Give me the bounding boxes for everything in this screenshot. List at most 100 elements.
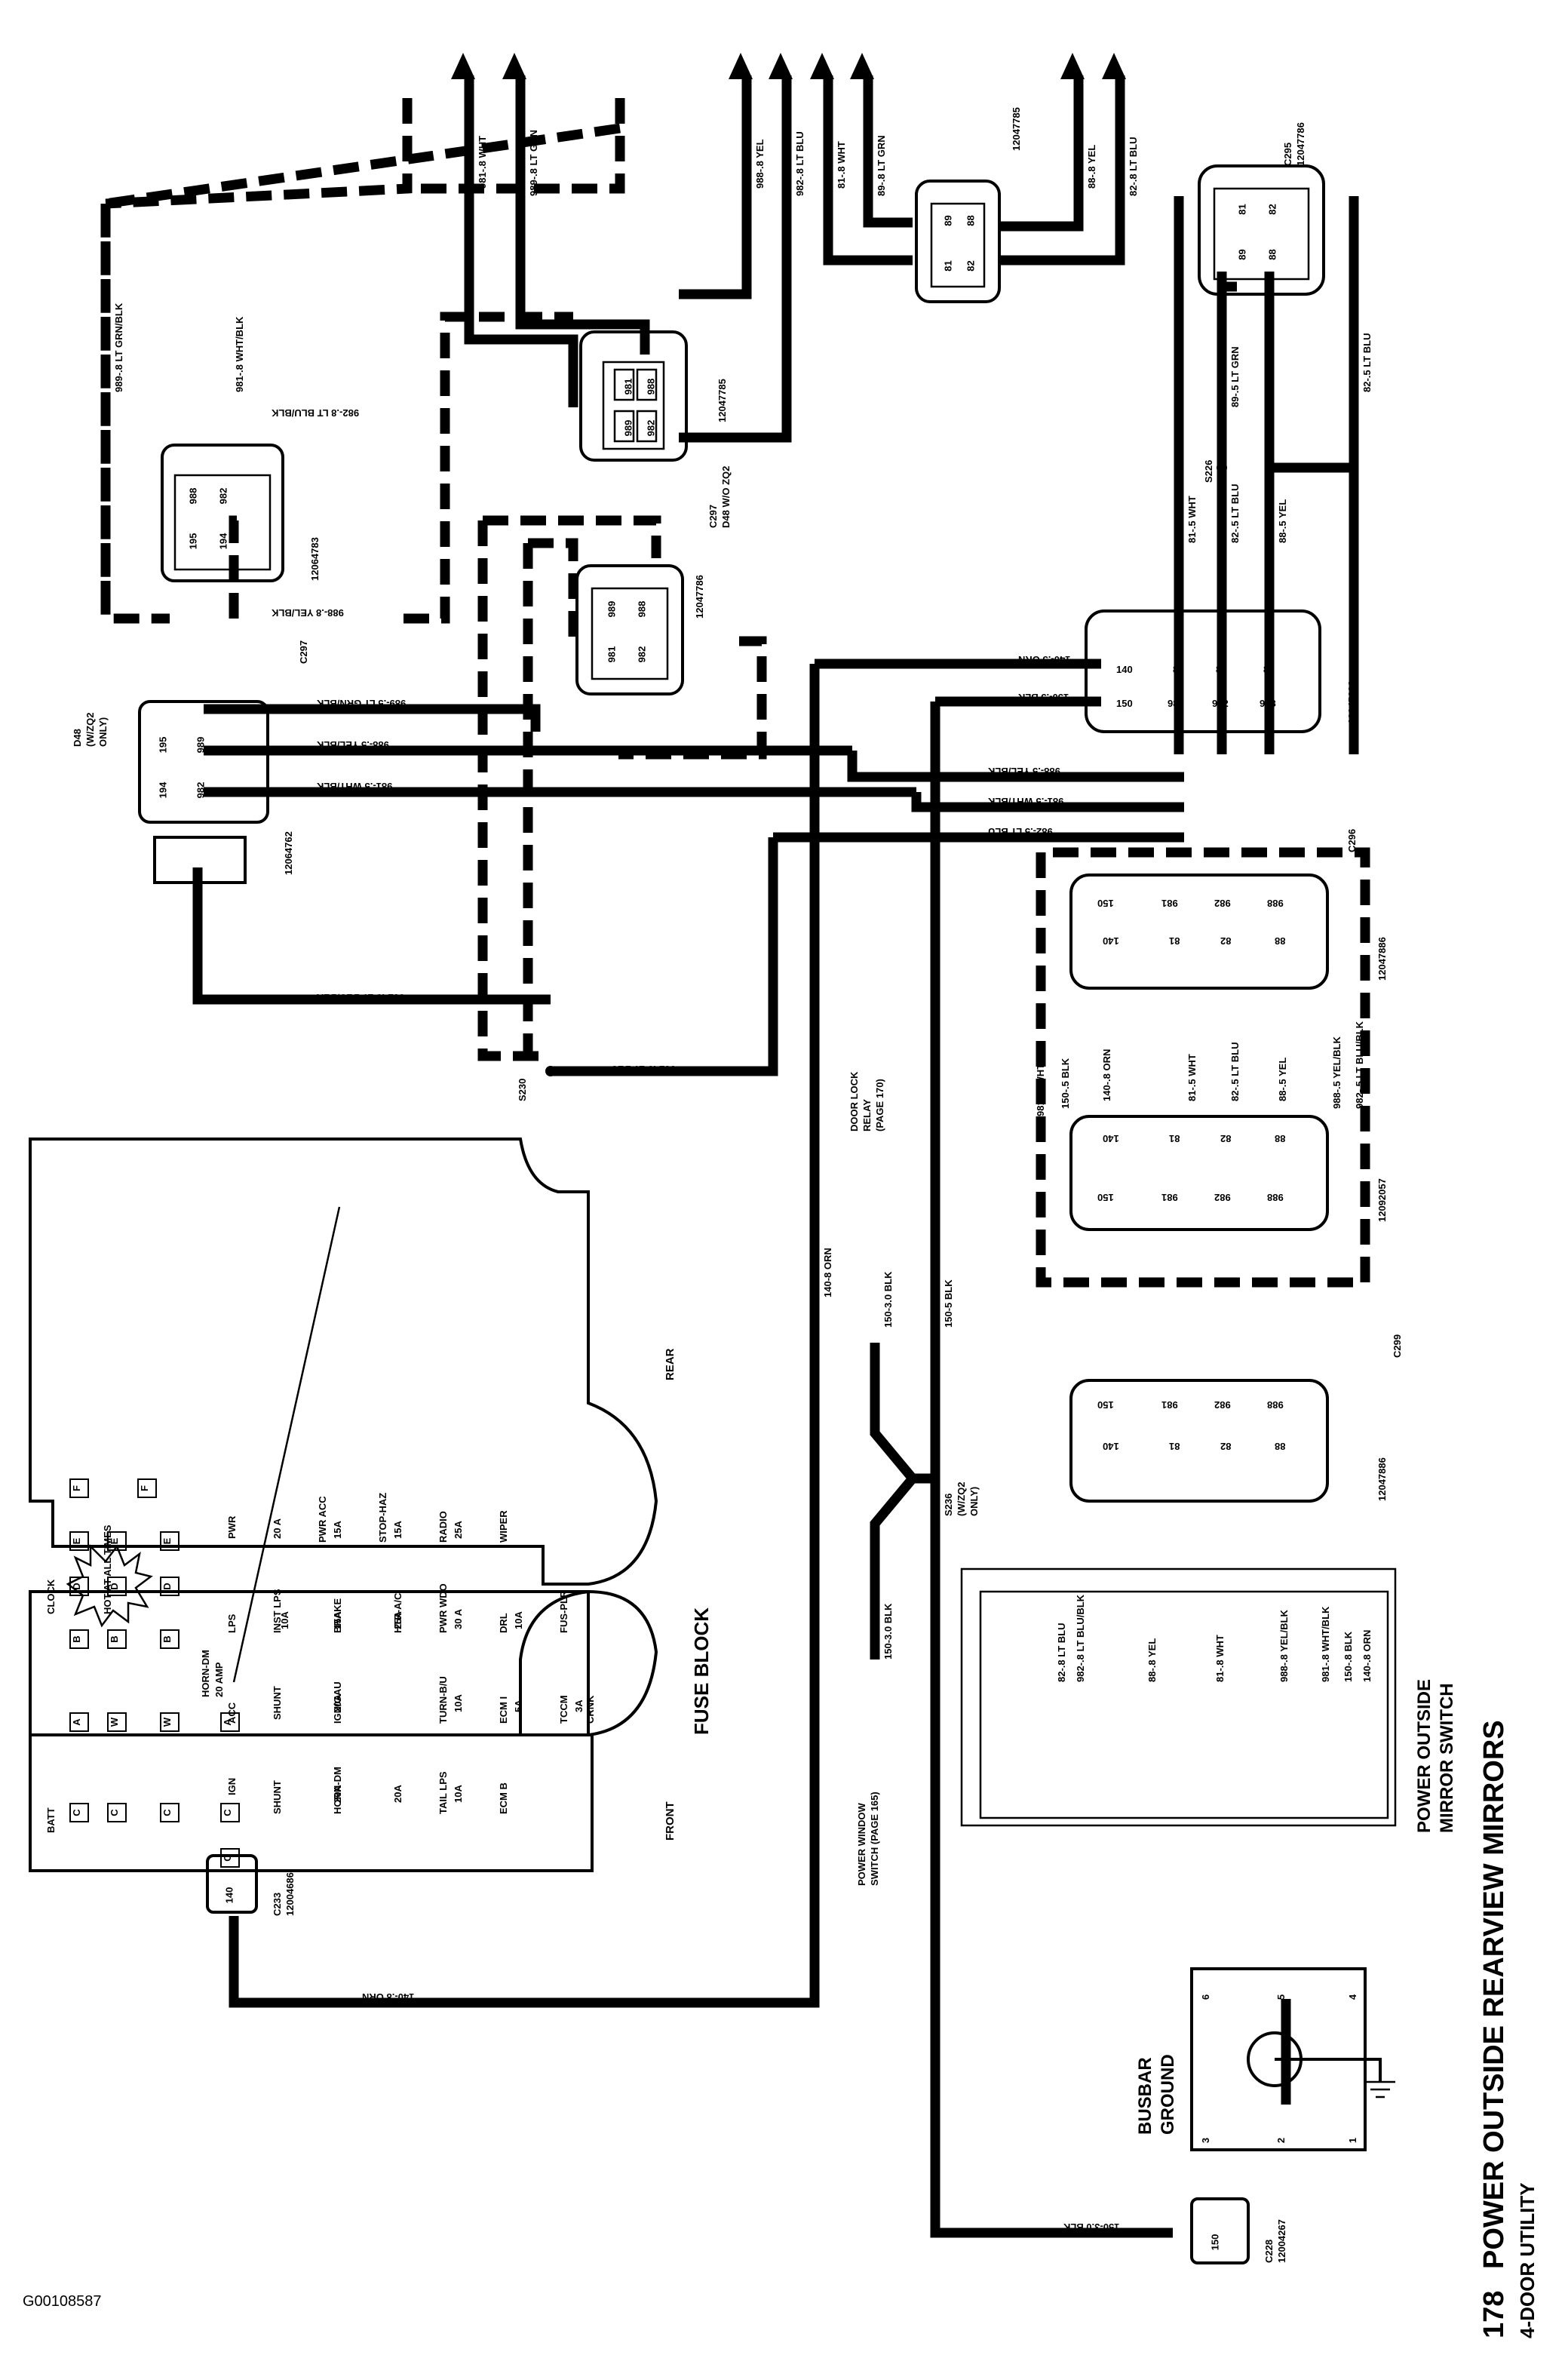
cavity: A (69, 1712, 89, 1732)
pin: 150 (1097, 898, 1114, 909)
fuse-label: ECM I (498, 1696, 509, 1724)
busbar-pin: 1 (1347, 2137, 1359, 2144)
d48wo: D48 W/O ZQ2 (720, 465, 732, 528)
c297b-pn: 12064783 (309, 537, 321, 581)
pin: 981 (1161, 1192, 1178, 1203)
wire-label: 88-.5 YEL (1277, 1057, 1288, 1101)
connector-c297-12047785 (579, 330, 688, 462)
wire-label: 982-.5 LT BLU (988, 826, 1053, 837)
wire-140-8-orn (229, 664, 820, 2008)
pin: 140 (1103, 935, 1119, 947)
fuse-label: INST LPS (272, 1589, 283, 1633)
c299-label: C299 (1392, 1334, 1403, 1358)
cavity: A (220, 1712, 240, 1732)
diagram-title: POWER OUTSIDE REARVIEW MIRRORS (1478, 1720, 1510, 2270)
pin: 988 (1267, 1192, 1284, 1203)
pin: 150 (1209, 2234, 1221, 2251)
wire-label: 988-.8 YEL/BLK (272, 607, 344, 619)
pin: 82 (1220, 935, 1232, 947)
wire-label: 981-.8 WHT/BLK (234, 316, 245, 392)
pin: 89 (942, 215, 954, 226)
wire-label: 982-.5 LT BLU/BLK (1354, 1021, 1365, 1109)
fuse-label: 10A (453, 1785, 464, 1803)
cavity: E (107, 1531, 127, 1551)
connector-12047785-top (915, 180, 1001, 303)
cavity: D (160, 1577, 180, 1596)
pin: 988 (187, 487, 199, 505)
busbar-label-2: GROUND (1158, 2054, 1178, 2135)
pin: 982 (1212, 698, 1229, 709)
pin: 981 (1168, 698, 1184, 709)
cavity: C (220, 1803, 240, 1822)
wire-label: 988-.5 YEL/BLK (317, 739, 389, 751)
splice-s236 (907, 1473, 918, 1484)
wire-label: 982-.5 LT BLU (611, 1064, 676, 1075)
wire-989-5-ltgrnblk (204, 704, 541, 732)
s226-label: S226 (1203, 459, 1214, 483)
wire-label: 982-.8 LT BLU/BLK (1075, 1594, 1086, 1682)
wire-989-5-ltgrnblk-b (477, 520, 539, 1061)
pin: 982 (1214, 898, 1231, 909)
horn-pointer (232, 1206, 341, 1683)
d48-a: D48 (72, 729, 83, 747)
wire-label: 150-.8 BLK (1342, 1631, 1354, 1682)
c299-pn-c: 12047886 (1376, 1457, 1388, 1501)
c295b-pn: 12047785 (1011, 107, 1022, 151)
s236-a: S236 (943, 1493, 954, 1516)
busbar-pin: 6 (1200, 1994, 1212, 2000)
wire-label: 988-.5 YEL/BLK (988, 766, 1060, 777)
cavity: F (69, 1478, 89, 1498)
wire-label: 150-5 BLK (943, 1279, 954, 1328)
wire-label: 89-.5 LT GRN (1229, 346, 1241, 407)
wire-label: 981-.5 WHT/BLK (1035, 1040, 1046, 1116)
pin: 982 (645, 419, 657, 437)
pin: 989 (606, 600, 618, 618)
c299-dash-box (1036, 847, 1370, 1288)
top-arrows (451, 53, 1126, 79)
s236-b: (W/ZQ2 (956, 1481, 967, 1517)
pin: 88 (1275, 1441, 1286, 1452)
wire-label: 988-.8 YEL (754, 139, 766, 189)
pin: 82 (965, 260, 977, 272)
cavity: W (107, 1712, 127, 1732)
fuse-label: 30 A (453, 1609, 464, 1629)
pin: 81 (1173, 664, 1184, 675)
c233-label: C233 (272, 1892, 283, 1916)
fuse-label: RADIO (437, 1511, 449, 1543)
wire-982-5-ltblu (551, 837, 778, 1076)
fuse-label: PWR ACC (317, 1496, 328, 1543)
wire-label: 988-.5 YEL/BLK (1331, 1036, 1342, 1109)
busbar-label-1: BUSBAR (1135, 2057, 1155, 2135)
wire-label: 82-.8 LT BLU (1128, 137, 1139, 197)
solid-wires (192, 75, 1359, 2238)
pin: 988 (1260, 698, 1276, 709)
wire-label: 82-.5 LT BLU (1361, 333, 1373, 393)
connector-c233 (206, 1854, 258, 1914)
busbar-pin: 3 (1200, 2137, 1212, 2144)
fuse-label: HORN-DM (332, 1767, 343, 1814)
fuse-label: WIPER (498, 1510, 509, 1543)
wire-982-5-ltblublk (192, 867, 551, 1005)
fuse-block-rear (29, 1138, 658, 1586)
wire-label: 150-.5 BLK (1018, 692, 1069, 703)
c297d-pn: 12047786 (694, 575, 705, 619)
wire-label: 981-.5 WHT/BLK (317, 781, 393, 792)
c295-pn: 12047786 (1295, 122, 1306, 166)
cavity: D (69, 1577, 89, 1596)
pin: 81 (1169, 1133, 1180, 1144)
pin: 82 (1220, 1133, 1232, 1144)
wire-label: 150-3.0 BLK (882, 1603, 894, 1660)
pin: 195 (187, 533, 199, 550)
fuse-label: HTR-A/C (392, 1592, 404, 1633)
wire-88-8-yel (999, 75, 1084, 232)
cavity: B (160, 1629, 180, 1649)
pin: 82 (1266, 204, 1278, 215)
pin: 150 (1097, 1192, 1114, 1203)
cavity: C (69, 1803, 89, 1822)
fuse-label: SHUNT (272, 1686, 283, 1720)
wire-label: 81-.5 WHT (1186, 1054, 1198, 1101)
fuse-label: BATT (45, 1807, 57, 1833)
pin: 140 (1116, 664, 1133, 675)
c228-pn: 12004267 (1276, 2219, 1287, 2263)
wire-label: 989-.5 LT GRN/BLK (317, 698, 407, 709)
